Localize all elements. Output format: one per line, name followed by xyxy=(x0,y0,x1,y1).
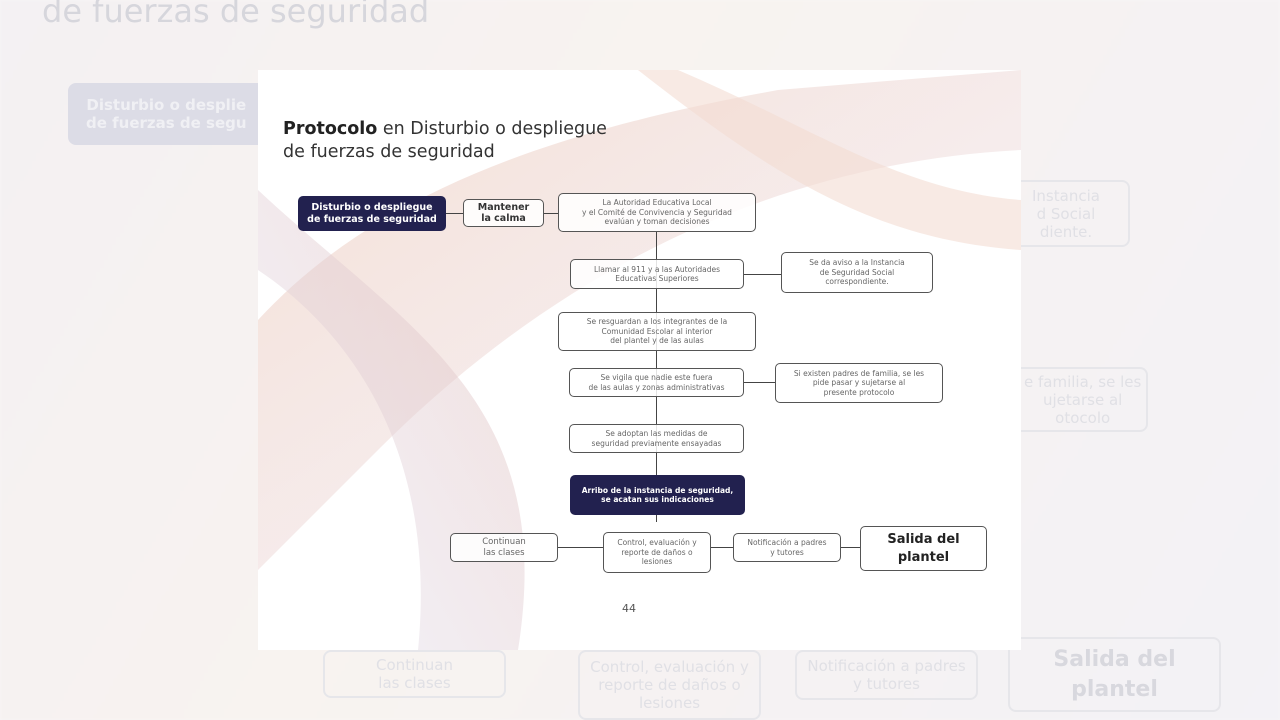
notify-parents-node: Notificación a padres y tutores xyxy=(733,533,841,562)
page-title: Protocolo en Disturbio o despliegue de fu… xyxy=(283,118,607,164)
protect-node: Se resguardan a los integrantes de la Co… xyxy=(558,312,756,351)
title-line-2: de fuerzas de seguridad xyxy=(283,142,495,162)
measures-node: Se adoptan las medidas de seguridad prev… xyxy=(569,424,744,453)
background-bottom-box: Notificación a padres y tutores xyxy=(795,650,978,700)
connector xyxy=(744,382,775,384)
continue-classes-node: Continuan las clases xyxy=(450,533,558,562)
background-title: de fuerzas de seguridad xyxy=(42,0,430,30)
start-node: Disturbio o despliegue de fuerzas de seg… xyxy=(298,196,446,231)
exit-node: Salida del plantel xyxy=(860,526,987,571)
control-node: Control, evaluación y reporte de daños o… xyxy=(603,532,711,573)
title-rest: en Disturbio o despliegue xyxy=(377,119,607,139)
background-bottom-box: Control, evaluación y reporte de daños o… xyxy=(578,650,761,720)
background-start-box: Disturbio o desplie de fuerzas de segu xyxy=(68,83,268,145)
calm-node: Mantener la calma xyxy=(463,199,544,227)
connector xyxy=(544,213,558,215)
arrival-node: Arribo de la instancia de seguridad, se … xyxy=(570,475,745,515)
connector xyxy=(446,213,463,215)
background-bottom-box: Continuan las clases xyxy=(323,650,506,698)
call-911-node: Llamar al 911 y a las Autoridades Educat… xyxy=(570,259,744,289)
connector xyxy=(711,547,733,549)
notice-node: Se da aviso a la Instancia de Seguridad … xyxy=(781,252,933,293)
background-bottom-box: Salida del plantel xyxy=(1008,637,1221,712)
authority-node: La Autoridad Educativa Local y el Comité… xyxy=(558,193,756,232)
background-right-box-2: e familia, se les ujetarse al otocolo xyxy=(990,367,1148,432)
connector xyxy=(558,547,603,549)
page-number: 44 xyxy=(622,602,636,615)
connector xyxy=(744,274,781,276)
title-bold: Protocolo xyxy=(283,119,378,139)
document-page: Protocolo en Disturbio o despliegue de fu… xyxy=(258,70,1021,650)
connector xyxy=(841,547,860,549)
watch-node: Se vigila que nadie este fuera de las au… xyxy=(569,368,744,397)
parents-node: Si existen padres de familia, se les pid… xyxy=(775,363,943,403)
